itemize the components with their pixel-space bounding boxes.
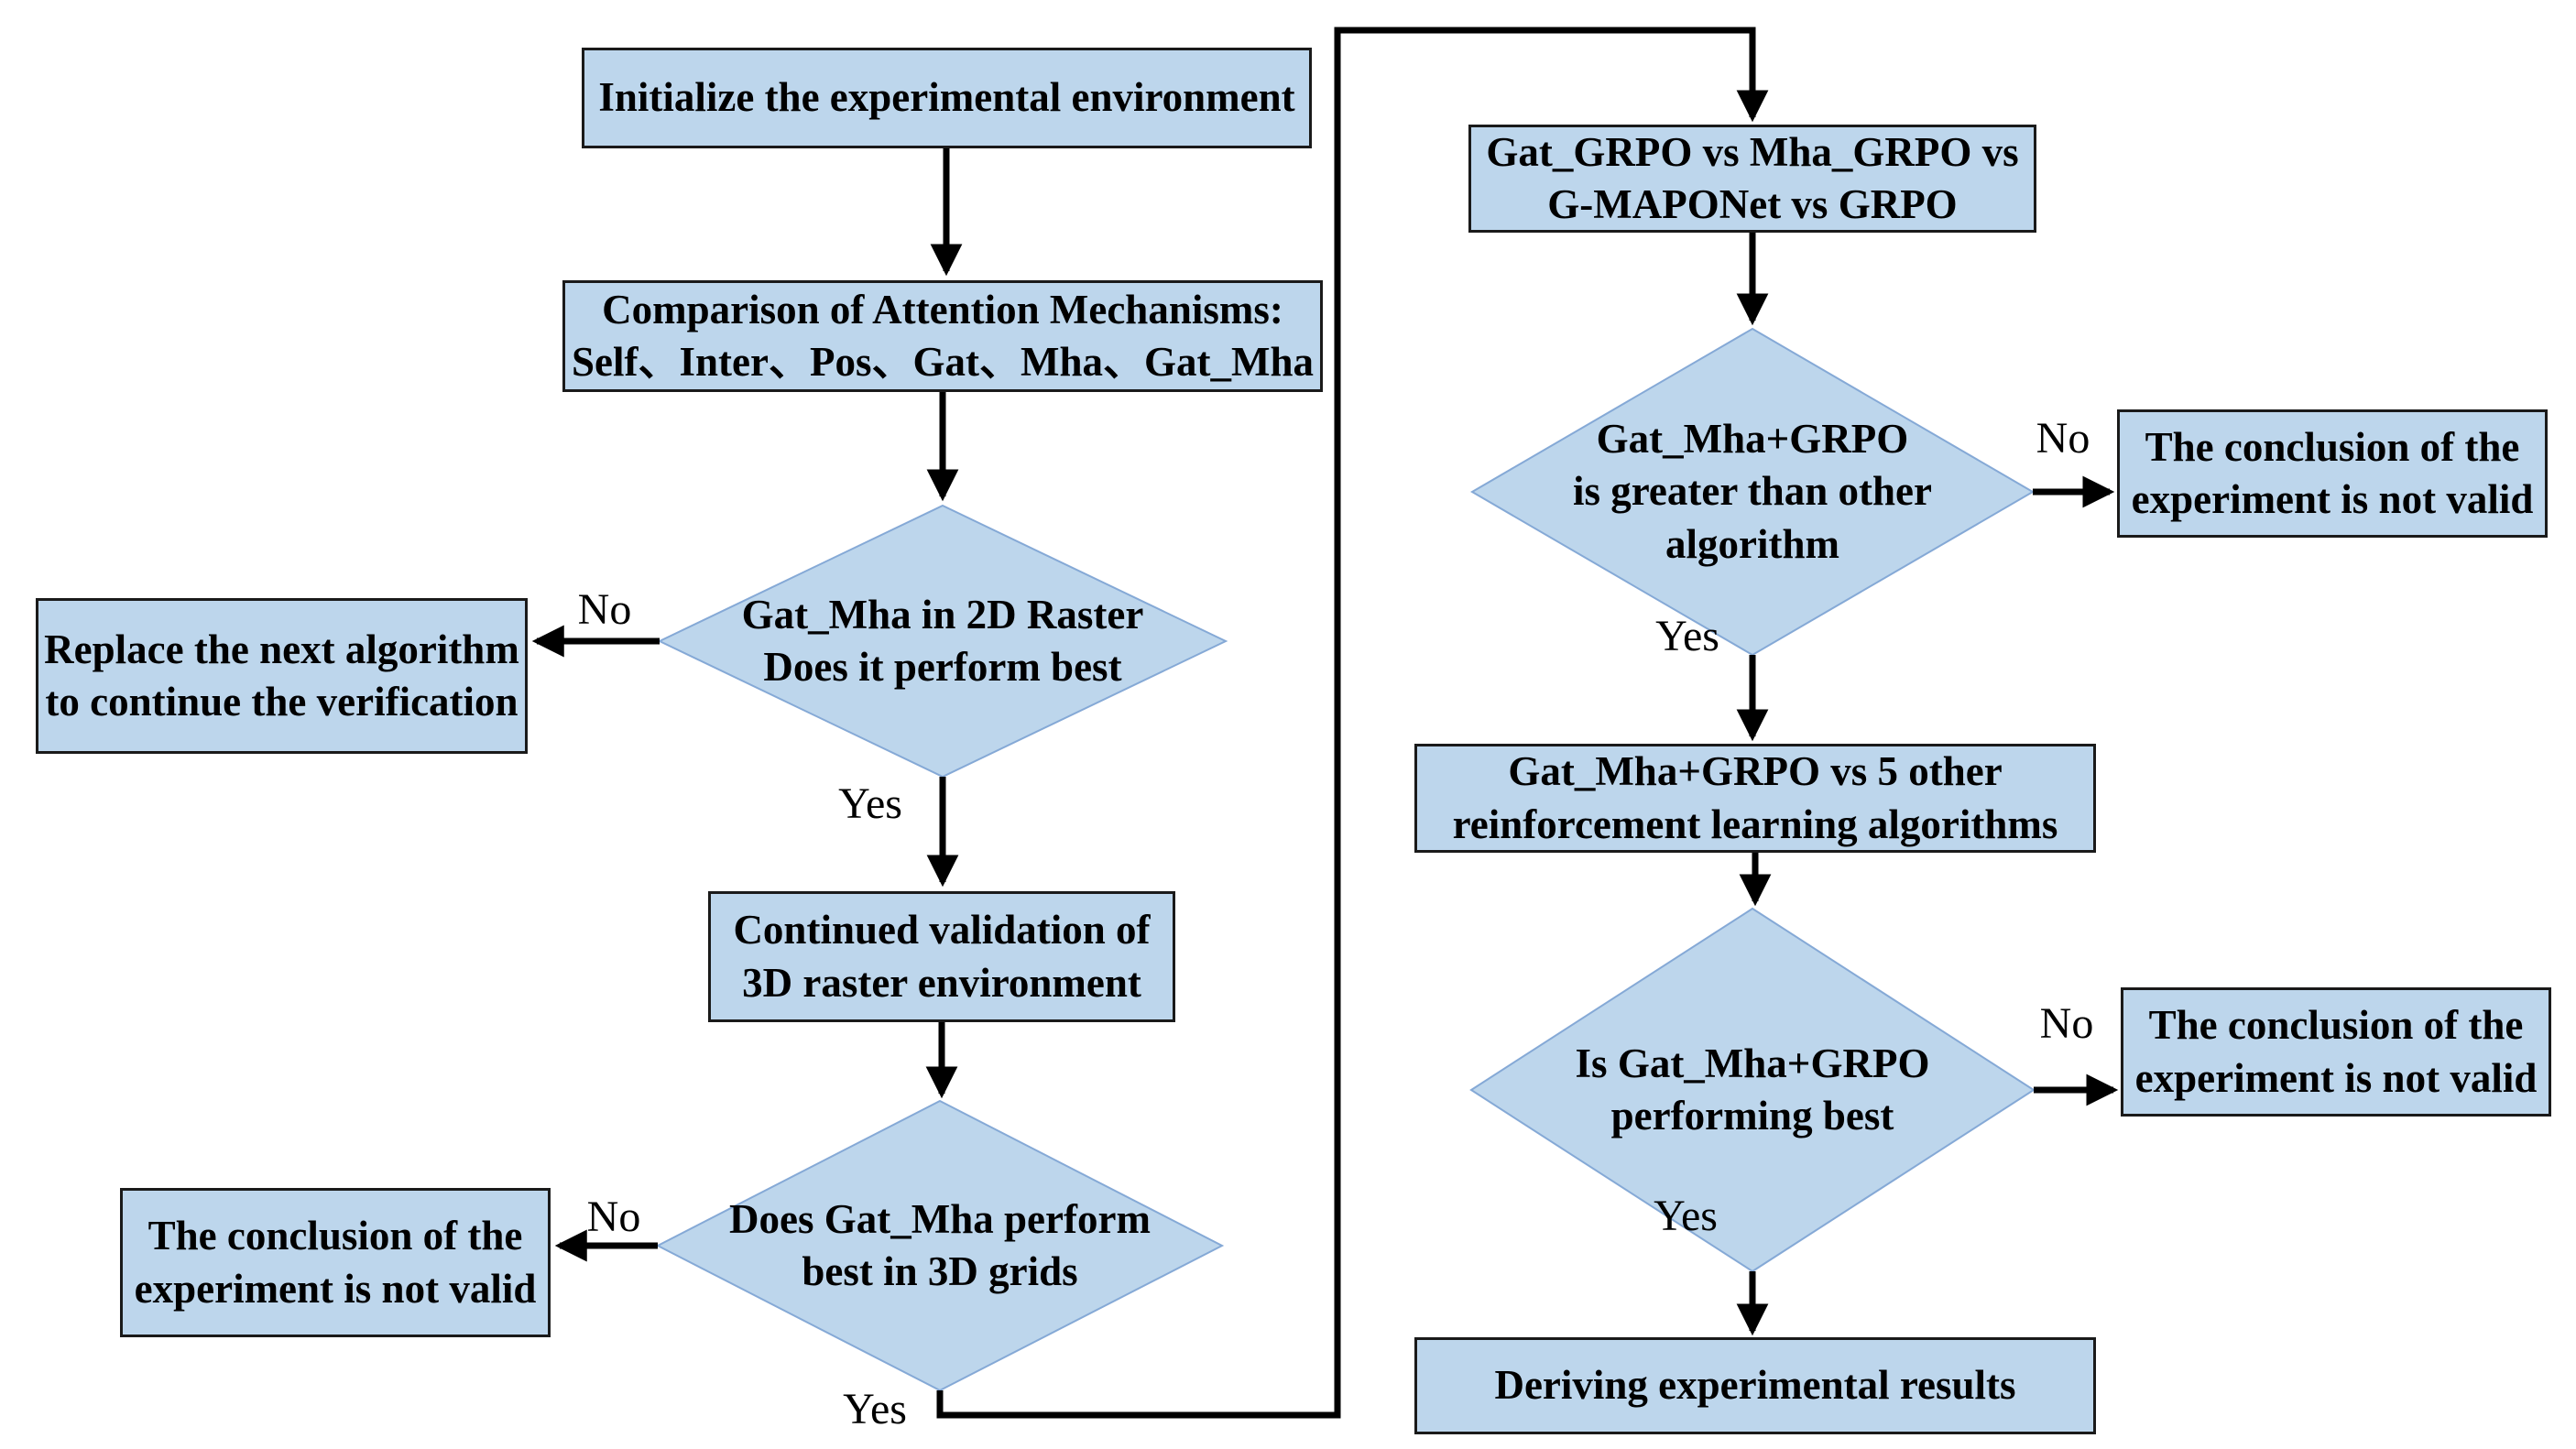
- decision-diamond-3d-grids: [655, 1099, 1225, 1392]
- node-replace-algorithm: Replace the next algorithm to continue t…: [36, 598, 528, 754]
- decision-diamond-2d-raster: [657, 504, 1228, 779]
- node-conclusion-invalid-left: The conclusion of the experiment is not …: [120, 1188, 551, 1337]
- node-rl-comparison: Gat_Mha+GRPO vs 5 other reinforcement le…: [1414, 744, 2096, 853]
- node-grpo-comparison: Gat_GRPO vs Mha_GRPO vs G-MAPONet vs GRP…: [1468, 125, 2036, 233]
- label-no-grpo-best: No: [2039, 998, 2094, 1048]
- label-yes-grpo-greater: Yes: [1655, 611, 1719, 660]
- node-attention-comparison: Comparison of Attention Mechanisms: Self…: [562, 280, 1323, 392]
- node-conclusion-invalid-right-top: The conclusion of the experiment is not …: [2117, 409, 2548, 538]
- node-validate-3d: Continued validation of 3D raster enviro…: [708, 891, 1175, 1022]
- label-no-2d: No: [577, 584, 632, 634]
- label-yes-2d: Yes: [838, 779, 902, 828]
- label-yes-3d: Yes: [843, 1384, 907, 1433]
- label-no-grpo-greater: No: [2036, 413, 2090, 463]
- node-initialize-environment: Initialize the experimental environment: [582, 48, 1312, 148]
- node-conclusion-invalid-right-bottom: The conclusion of the experiment is not …: [2121, 987, 2551, 1117]
- node-deriving-results: Deriving experimental results: [1414, 1337, 2096, 1434]
- arrow-decision3d-yes-to-grpo-comparison: [936, 27, 1769, 1419]
- label-yes-grpo-best: Yes: [1654, 1191, 1718, 1240]
- label-no-3d: No: [586, 1192, 641, 1241]
